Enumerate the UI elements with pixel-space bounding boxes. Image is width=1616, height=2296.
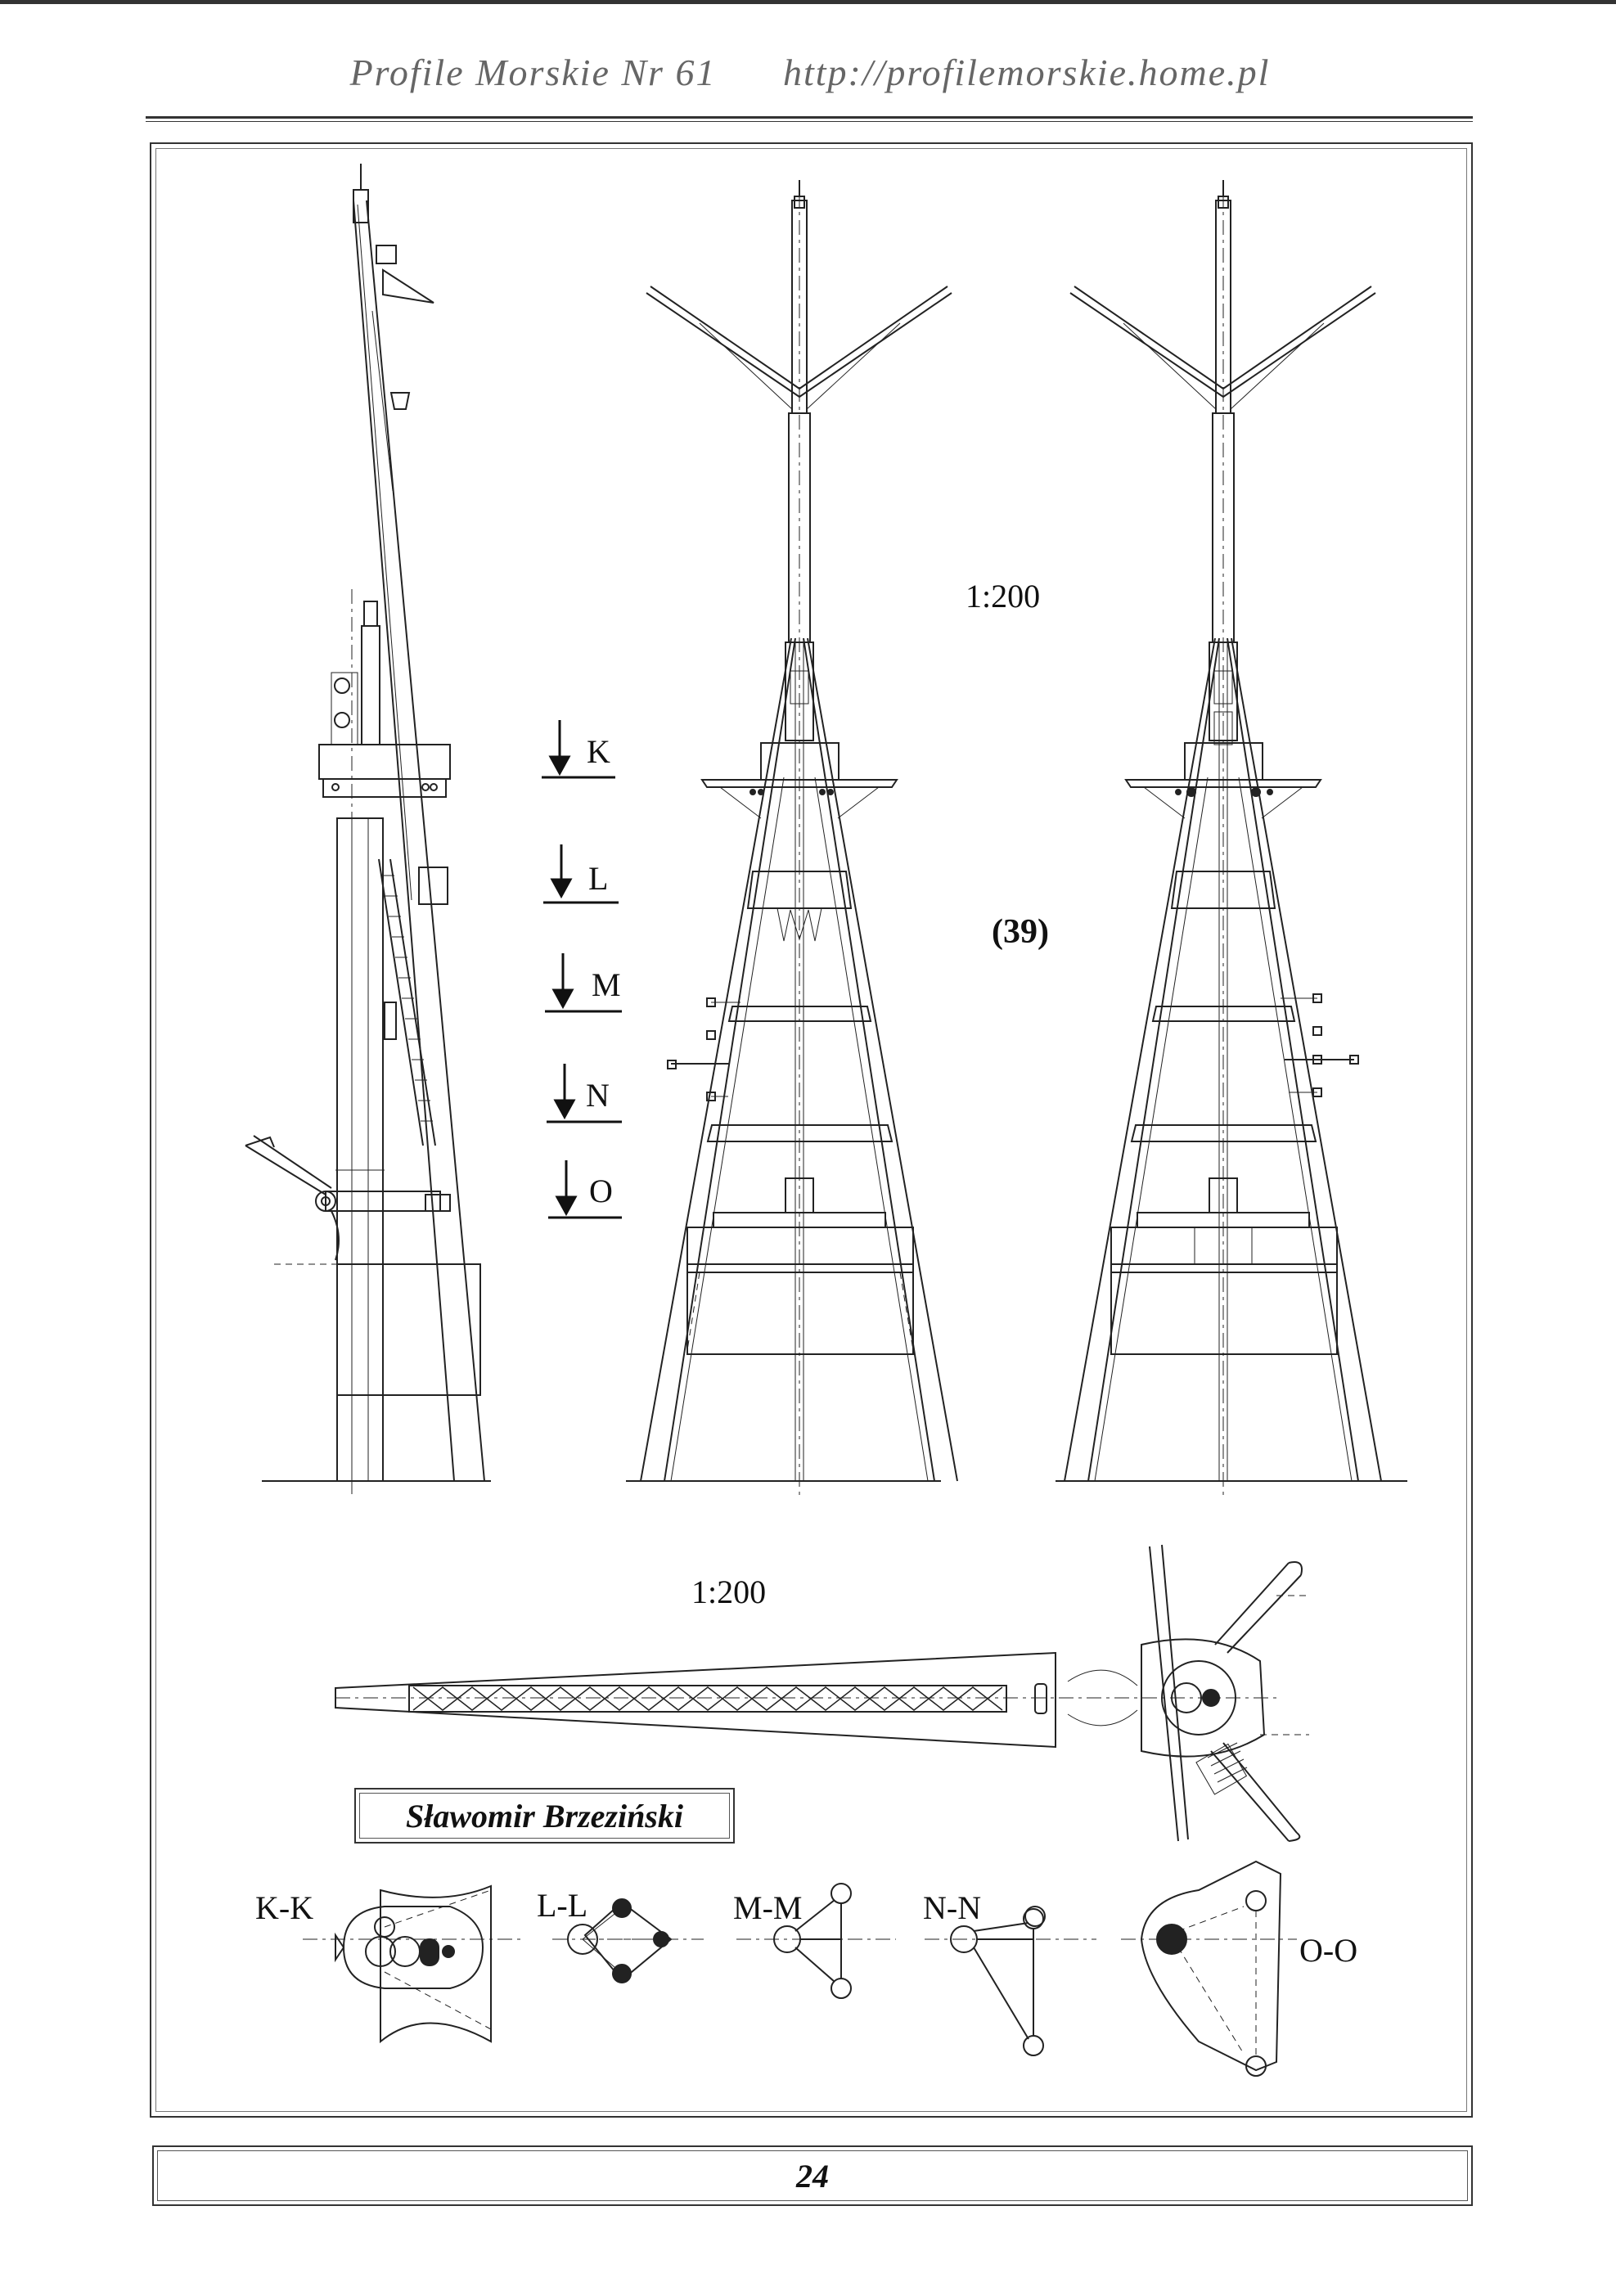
section-k-k-view [303,1884,524,2044]
section-marker-l: L [588,860,609,897]
mast-side-view [245,164,491,1497]
section-marker-arrows [542,720,622,1219]
page-number: 24 [796,2157,829,2195]
header-rule-thick [146,116,1473,119]
plate-number: (39) [992,913,1049,951]
section-title-k-k: K-K [255,1889,314,1926]
section-title-l-l: L-L [537,1887,588,1924]
drawing-frame [150,142,1473,2118]
section-title-m-m: M-M [733,1889,803,1926]
section-n-n-view [925,1906,1096,2056]
section-marker-o: O [589,1173,613,1209]
drawing-frame-inner [155,148,1467,2112]
derrick-plan-view [335,1544,1309,1842]
publication-title: Profile Morskie Nr 61 [349,52,717,93]
page-footer: 24 [152,2145,1473,2206]
author-name: Sławomir Brzeziński [405,1797,683,1835]
scale-label-lower: 1:200 [691,1573,767,1610]
section-title-o-o: O-O [1299,1932,1358,1969]
page-header: Profile Morskie Nr 61 http://profilemors… [147,51,1473,94]
mast-front-view [626,180,958,1497]
scale-label-upper: 1:200 [966,578,1041,615]
publication-url[interactable]: http://profilemorskie.home.pl [782,52,1271,93]
section-marker-n: N [586,1077,610,1114]
header-rule-thin [146,121,1473,122]
section-o-o-view [1121,1860,1297,2077]
section-l-l-view [552,1898,704,1983]
scan-top-edge [0,0,1616,4]
section-marker-m: M [592,966,621,1003]
mast-rear-view [1056,180,1407,1497]
author-box: Sławomir Brzeziński [354,1788,735,1844]
section-m-m-view [736,1883,896,1999]
section-marker-k: K [587,733,610,770]
section-title-n-n: N-N [923,1889,982,1926]
